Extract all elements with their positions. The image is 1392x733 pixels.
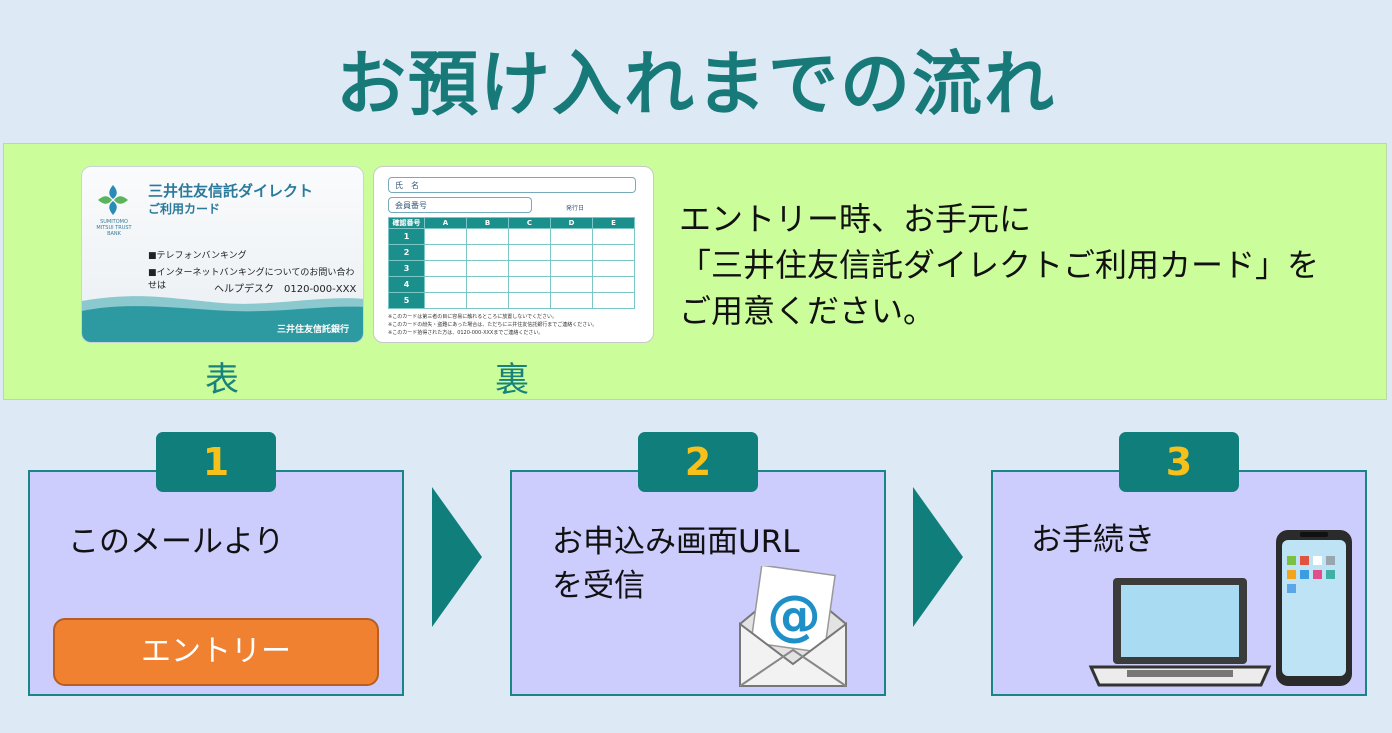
svg-text:@: @ bbox=[767, 584, 821, 647]
table-row: 2 bbox=[388, 244, 635, 261]
card-front-label: 表 bbox=[205, 360, 239, 400]
card-front-image: SUMITOMO MITSUI TRUST BANK 三井住友信託ダイレクト ご… bbox=[81, 166, 364, 343]
table-row: 4 bbox=[388, 276, 635, 293]
table-row: 5 bbox=[388, 292, 635, 309]
card-back-label: 裏 bbox=[495, 360, 529, 400]
issue-date-label: 発行日 bbox=[566, 205, 585, 212]
entry-button[interactable]: エントリー bbox=[53, 618, 379, 686]
table-row-number: 4 bbox=[388, 276, 425, 293]
logo-subtext: SUMITOMO MITSUI TRUST BANK bbox=[96, 219, 132, 237]
member-number-label: 会員番号 bbox=[388, 197, 532, 213]
smartphone-icon bbox=[1276, 530, 1352, 686]
table-column-header: D bbox=[550, 217, 593, 229]
confirmation-number-table: 確認番号 A B C D E 1 2 3 4 5 bbox=[388, 217, 635, 309]
step-3-text: お手続き bbox=[1031, 522, 1155, 558]
instruction-line: 「三井住友信託ダイレクトご利用カード」を bbox=[679, 246, 1320, 284]
card-instruction: エントリー時、お手元に 「三井住友信託ダイレクトご利用カード」を ご用意ください… bbox=[679, 196, 1319, 334]
card-name: 三井住友信託ダイレクト bbox=[148, 182, 314, 200]
card-back-image: 氏 名 会員番号 発行日 確認番号 A B C D E 1 2 3 4 5 ※こ… bbox=[373, 166, 654, 343]
bank-logo-icon bbox=[98, 185, 128, 215]
step-2-number: 2 bbox=[638, 432, 758, 492]
card-bank-name: 三井住友信託銀行 bbox=[276, 325, 349, 335]
step-2-text: お申込み画面URL bbox=[552, 524, 800, 560]
card-subtitle: ご利用カード bbox=[148, 202, 221, 216]
mail-icon: @ bbox=[739, 566, 847, 687]
table-row-number: 1 bbox=[388, 228, 425, 245]
step-1-number: 1 bbox=[156, 432, 276, 492]
card-line-telephone: ■テレフォンバンキング bbox=[148, 251, 247, 261]
laptop-icon bbox=[1088, 578, 1272, 687]
card-line-internet: ■インターネットバンキングについてのお問い合わせは bbox=[148, 268, 355, 291]
arrow-right-icon bbox=[432, 487, 482, 627]
table-column-header: B bbox=[466, 217, 509, 229]
table-column-header: A bbox=[424, 217, 467, 229]
step-2-text: を受信 bbox=[552, 568, 645, 604]
table-row: 1 bbox=[388, 228, 635, 245]
step-1-text: このメールより bbox=[68, 524, 285, 560]
card-note: ※このカードは第三者の目に容易に触れるところに放置しないでください。 bbox=[388, 314, 558, 320]
card-wave-decoration bbox=[82, 296, 363, 342]
table-row-number: 5 bbox=[388, 292, 425, 309]
table-row-number: 2 bbox=[388, 244, 425, 261]
table-header-label: 確認番号 bbox=[388, 217, 425, 229]
page-title: お預け入れまでの流れ bbox=[336, 43, 1056, 125]
table-row-number: 3 bbox=[388, 260, 425, 277]
card-helpdesk: ヘルプデスク 0120-000-XXX bbox=[214, 284, 357, 295]
card-note: ※このカードの紛失・盗難にあった場合は、ただちに三井住友信託銀行までご連絡くださ… bbox=[388, 322, 598, 328]
step-3-number: 3 bbox=[1119, 432, 1239, 492]
table-column-header: E bbox=[592, 217, 635, 229]
instruction-line: ご用意ください。 bbox=[679, 292, 936, 330]
arrow-right-icon bbox=[913, 487, 963, 627]
table-row: 3 bbox=[388, 260, 635, 277]
name-field-label: 氏 名 bbox=[388, 177, 636, 193]
card-note: ※このカード拾得された方は、0120-000-XXXまでご連絡ください。 bbox=[388, 330, 544, 336]
instruction-line: エントリー時、お手元に bbox=[679, 200, 1032, 238]
table-column-header: C bbox=[508, 217, 551, 229]
